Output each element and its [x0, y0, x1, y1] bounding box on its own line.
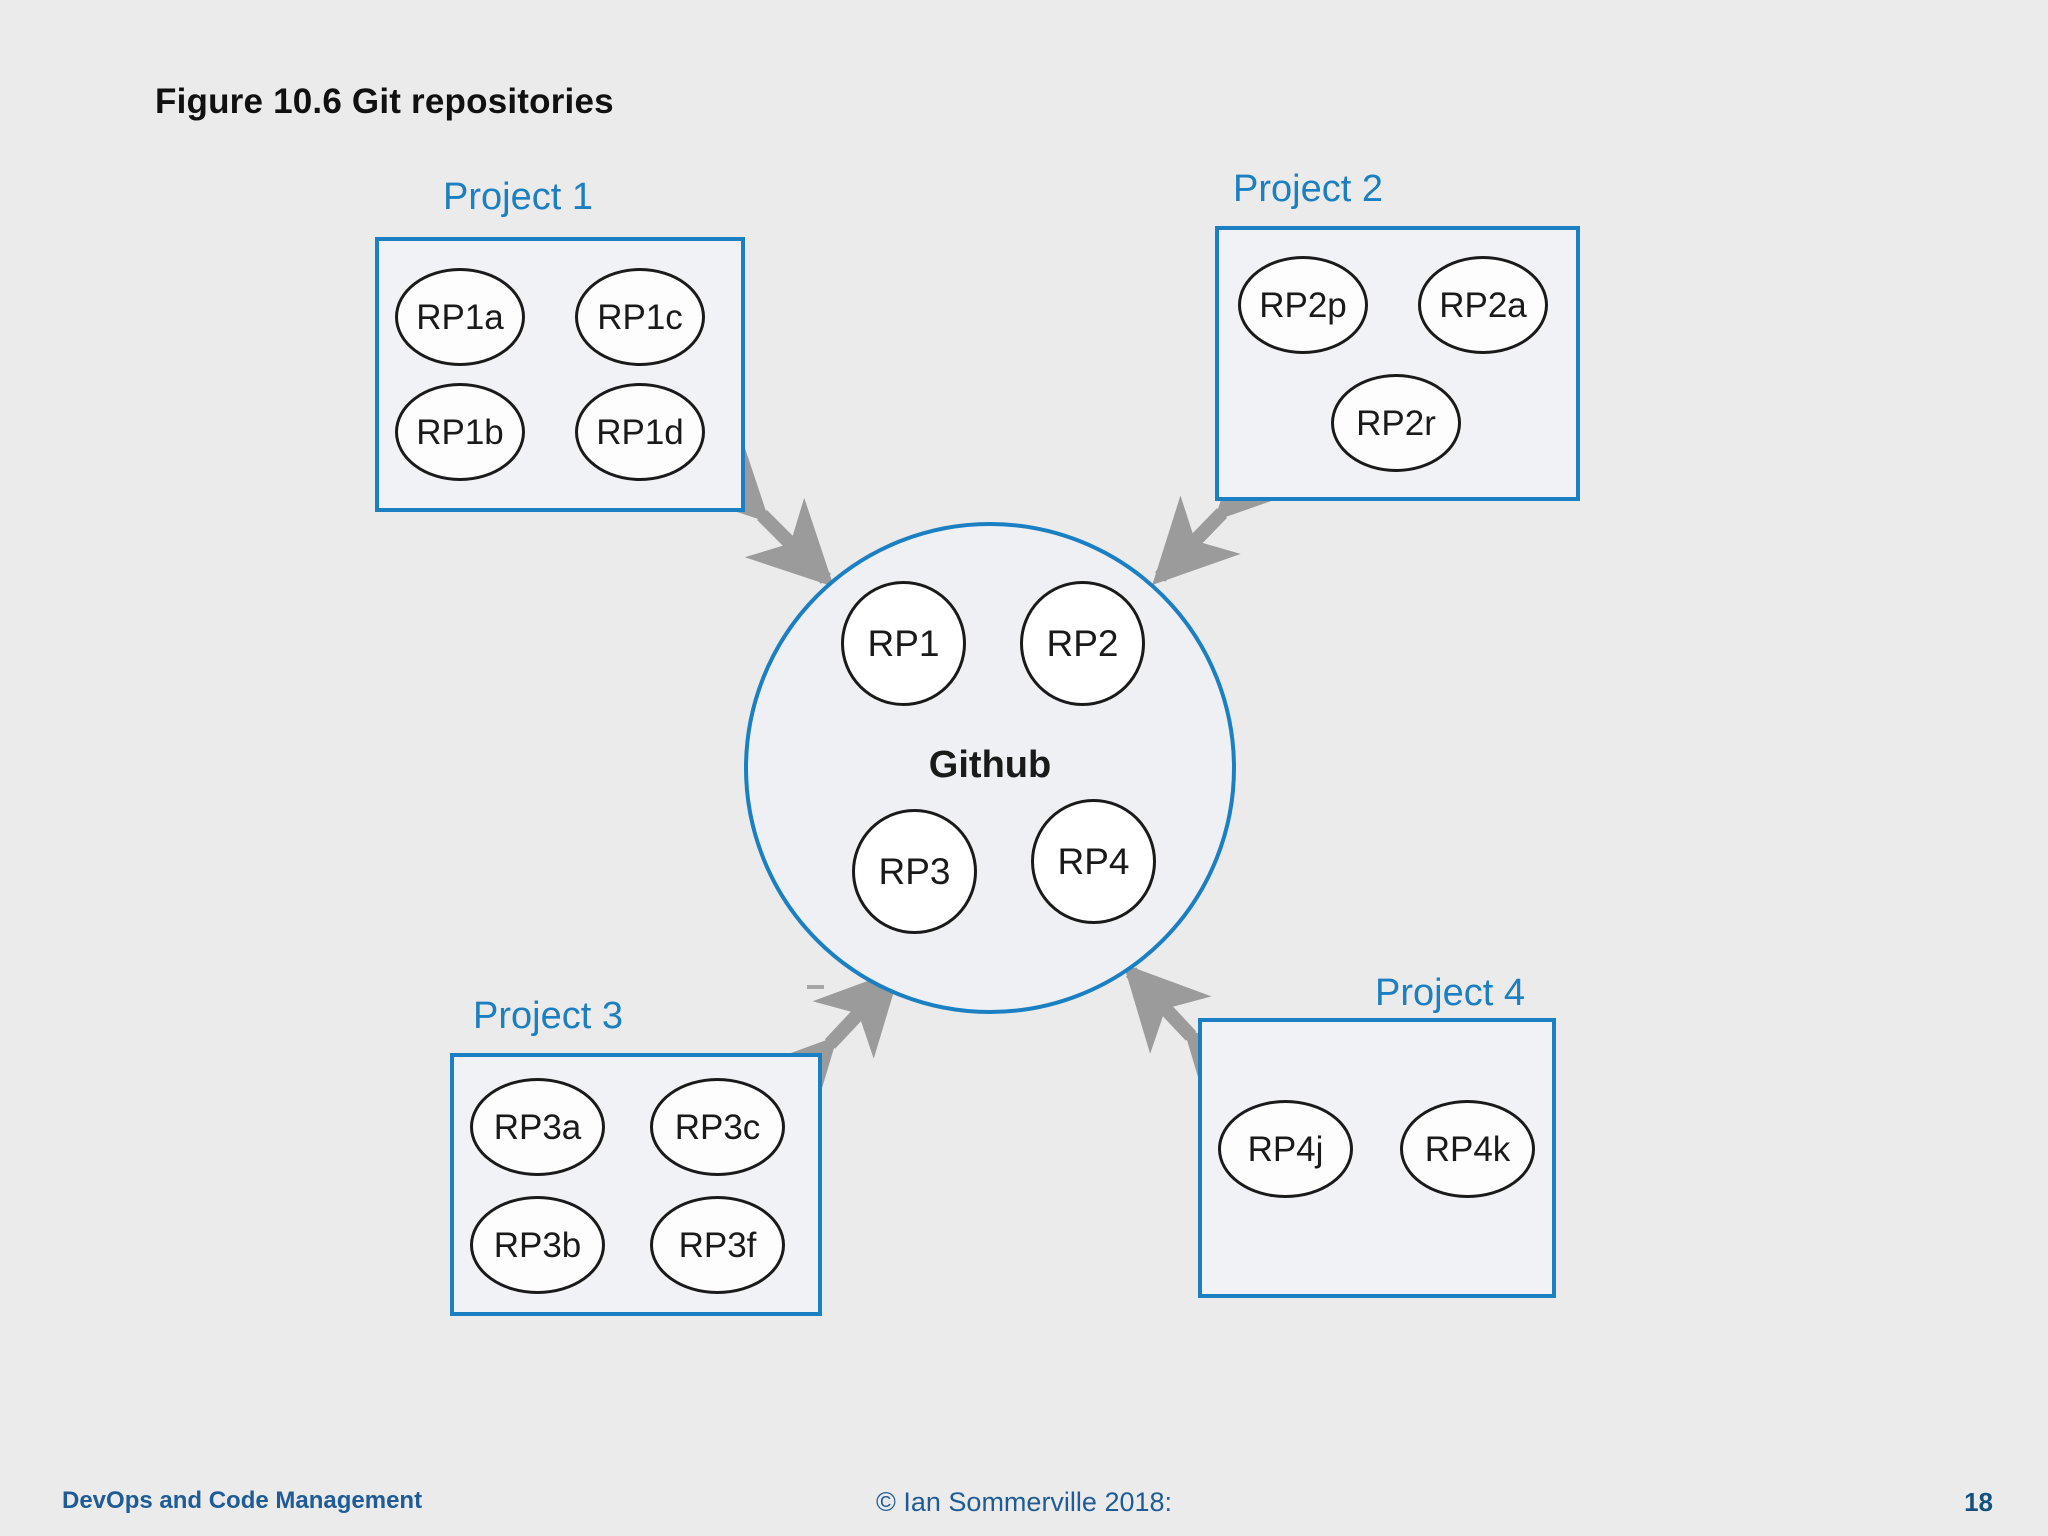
github-hub-group: Github RP1 RP2 RP3 RP4 — [744, 522, 1236, 1014]
hub-repo-rp3[interactable]: RP3 — [852, 809, 977, 934]
repo-rp3f-label: RP3f — [678, 1225, 757, 1265]
connector-project4-github — [1123, 963, 1272, 1118]
hub-repo-rp1-label: RP1 — [867, 622, 940, 664]
connector-project2-github — [1152, 431, 1303, 586]
repo-rp4k[interactable]: RP4k — [1400, 1100, 1535, 1198]
footer-left-text: DevOps and Code Management — [62, 1487, 423, 1514]
repo-rp3c-label: RP3c — [674, 1107, 761, 1147]
repo-rp4j-label: RP4j — [1247, 1129, 1324, 1169]
repo-rp1a-label: RP1a — [416, 297, 504, 337]
footer-copyright: © Ian Sommerville 2018: — [875, 1487, 1173, 1517]
repo-rp2r-label: RP2r — [1356, 403, 1436, 443]
repo-rp2p[interactable]: RP2p — [1238, 256, 1368, 354]
connector-project1-github — [680, 433, 834, 587]
hub-repo-rp4-label: RP4 — [1057, 840, 1130, 882]
project-4-label: Project 4 — [1375, 972, 1525, 1014]
hub-repo-rp3-label: RP3 — [878, 850, 951, 892]
repo-rp2p-label: RP2p — [1259, 285, 1347, 325]
footer-page-number: 18 — [1964, 1487, 1993, 1517]
hub-repo-rp2[interactable]: RP2 — [1020, 581, 1145, 706]
project-3-label: Project 3 — [473, 995, 623, 1037]
repo-rp1d-label: RP1d — [596, 412, 684, 452]
repo-rp2a-label: RP2a — [1439, 285, 1527, 325]
hub-repo-rp4[interactable]: RP4 — [1031, 799, 1156, 924]
repo-rp3a[interactable]: RP3a — [470, 1078, 605, 1176]
hub-repo-rp2-label: RP2 — [1046, 622, 1119, 664]
repo-rp3c[interactable]: RP3c — [650, 1078, 785, 1176]
stray-dash-artifact — [807, 985, 824, 989]
repo-rp1d[interactable]: RP1d — [575, 383, 705, 481]
repo-rp1a[interactable]: RP1a — [395, 268, 525, 366]
project-1-label: Project 1 — [443, 176, 593, 218]
repo-rp1b[interactable]: RP1b — [395, 383, 525, 481]
hub-repo-rp1[interactable]: RP1 — [841, 581, 966, 706]
repo-rp2a[interactable]: RP2a — [1418, 256, 1548, 354]
repo-rp3b-label: RP3b — [493, 1225, 582, 1265]
repo-rp3a-label: RP3a — [493, 1107, 582, 1147]
repo-rp1b-label: RP1b — [416, 412, 504, 452]
repo-rp1c[interactable]: RP1c — [575, 268, 705, 366]
repo-rp4k-label: RP4k — [1424, 1129, 1511, 1169]
repo-rp3f[interactable]: RP3f — [650, 1196, 785, 1294]
github-label: Github — [928, 744, 1052, 786]
project-2-label: Project 2 — [1233, 168, 1383, 210]
repo-rp4j[interactable]: RP4j — [1218, 1100, 1353, 1198]
github-boundary-circle[interactable] — [744, 522, 1236, 1014]
repo-rp3b[interactable]: RP3b — [470, 1196, 605, 1294]
repo-rp2r[interactable]: RP2r — [1331, 374, 1461, 472]
repo-rp1c-label: RP1c — [597, 297, 683, 337]
page-title: Figure 10.6 Git repositories — [155, 82, 614, 121]
